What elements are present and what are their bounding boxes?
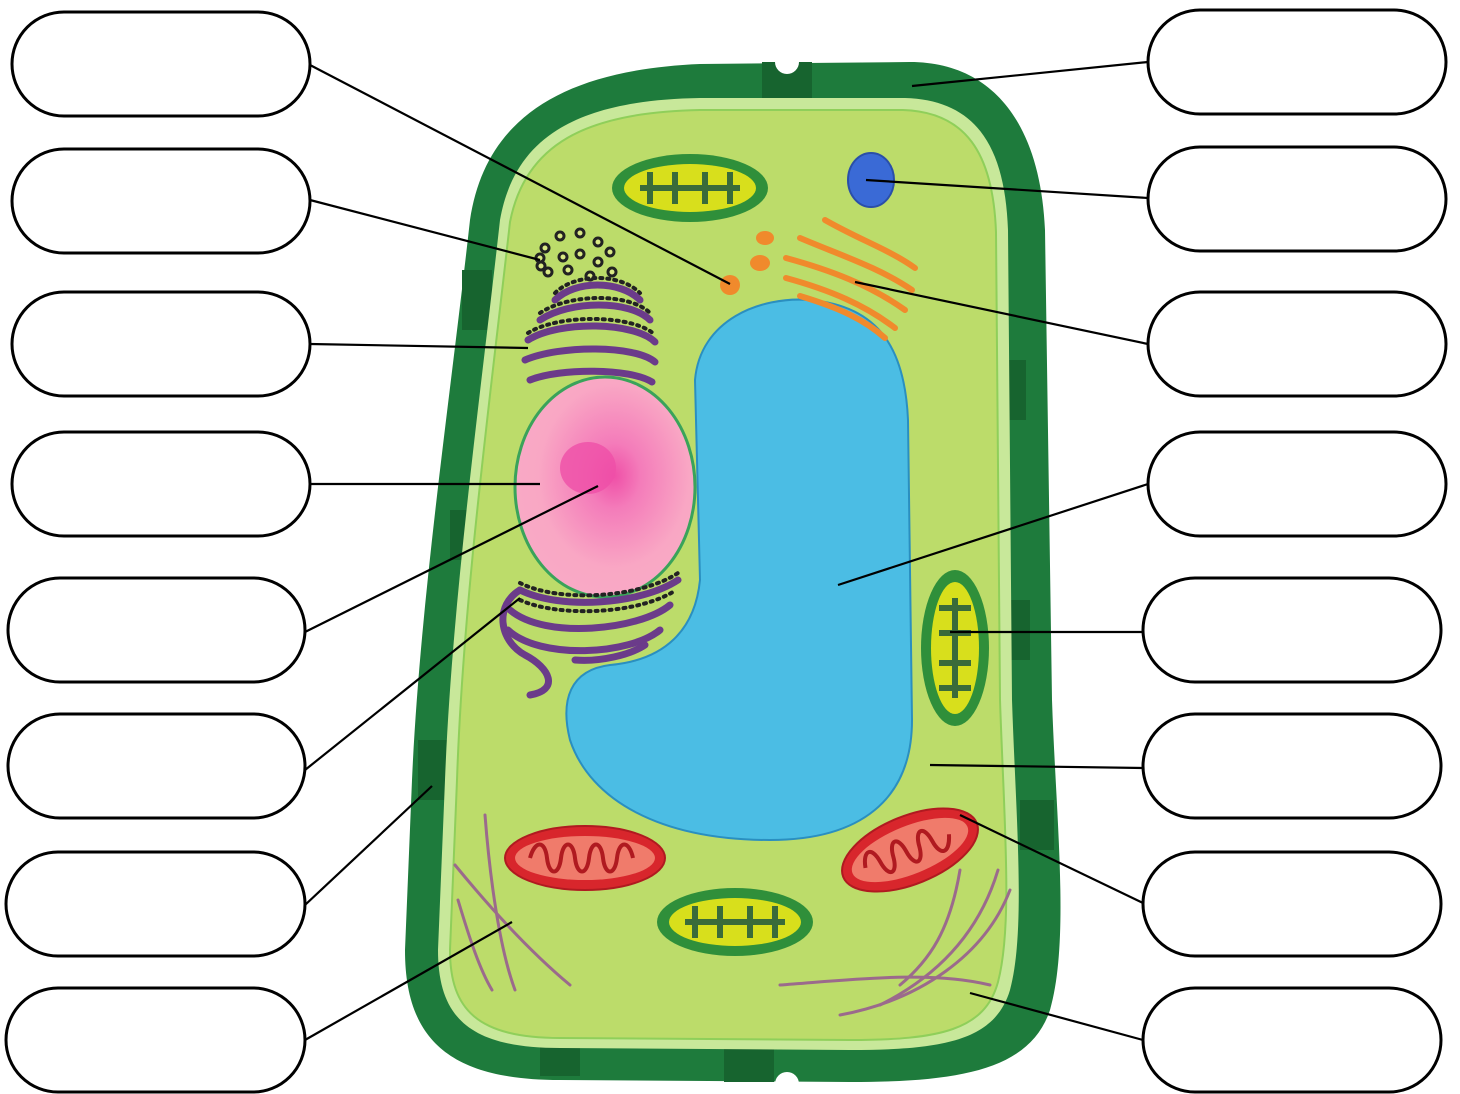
label-box-left-8[interactable] [6, 988, 305, 1092]
label-box-right-5[interactable] [1143, 578, 1441, 682]
label-box-left-3[interactable] [12, 292, 310, 396]
chloroplast-right [921, 570, 989, 726]
right-label-boxes [1143, 10, 1446, 1092]
label-box-right-7[interactable] [1143, 852, 1441, 956]
label-box-right-1[interactable] [1148, 10, 1446, 114]
label-box-right-3[interactable] [1148, 292, 1446, 396]
chloroplast-bottom [657, 888, 813, 956]
label-box-left-4[interactable] [12, 432, 310, 536]
label-box-left-2[interactable] [12, 149, 310, 253]
label-box-right-2[interactable] [1148, 147, 1446, 251]
left-label-boxes [6, 12, 310, 1092]
label-box-left-6[interactable] [8, 714, 305, 818]
label-box-left-5[interactable] [8, 578, 305, 682]
label-box-left-7[interactable] [6, 852, 305, 956]
label-box-left-1[interactable] [12, 12, 310, 116]
label-box-right-4[interactable] [1148, 432, 1446, 536]
label-box-right-8[interactable] [1143, 988, 1441, 1092]
mitochondrion-left [505, 826, 665, 890]
chloroplast-top [612, 154, 768, 222]
nucleolus [560, 442, 616, 494]
label-box-right-6[interactable] [1143, 714, 1441, 818]
